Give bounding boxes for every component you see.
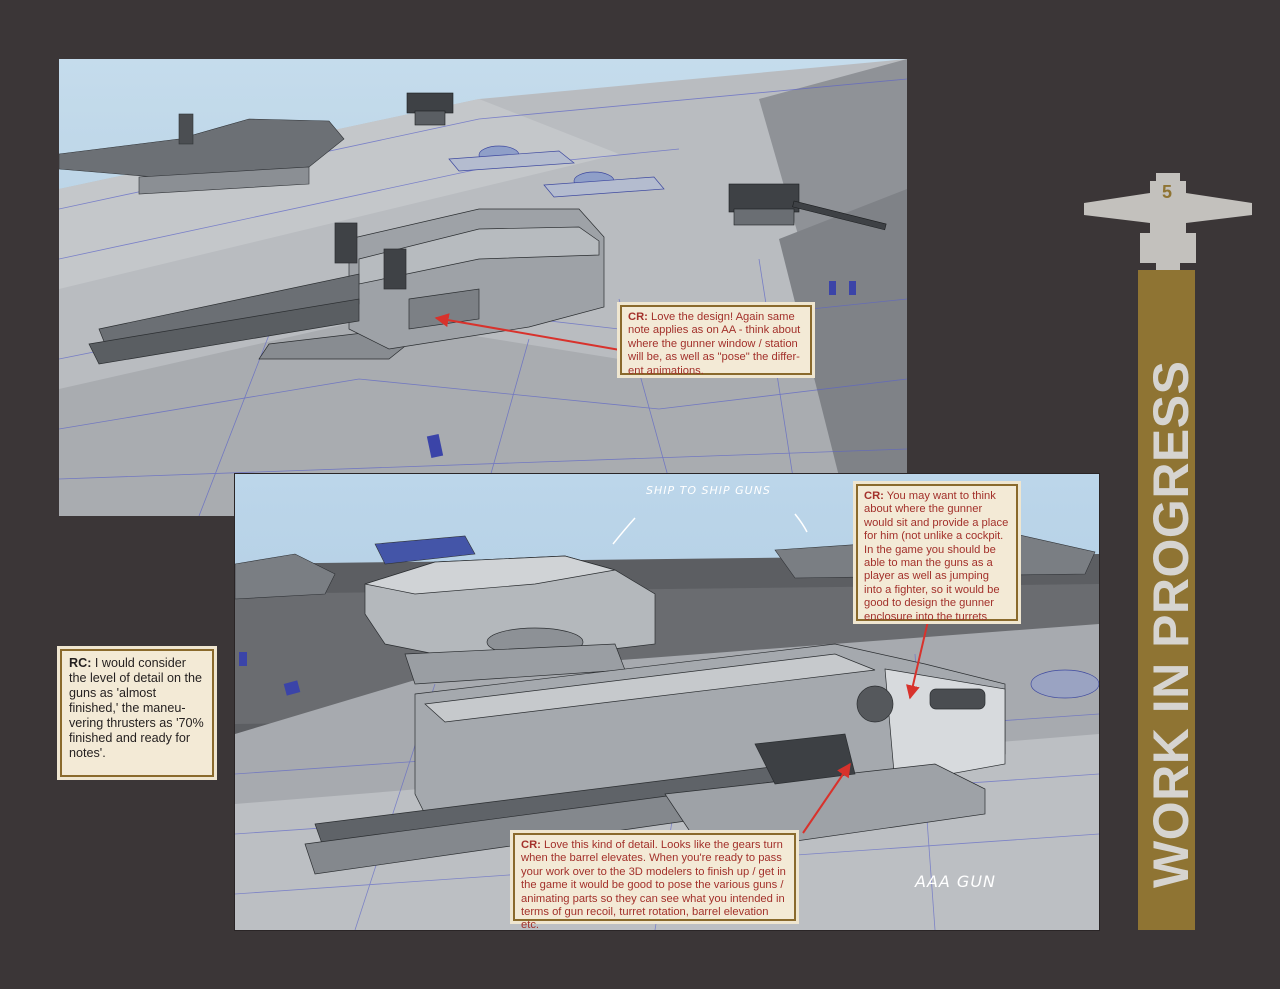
note-left-rc: RC: I would consider the level of detail… xyxy=(60,649,214,777)
aaa-gun-label: AAA GUN xyxy=(915,872,996,891)
note-right-tag: CR: xyxy=(864,490,884,502)
note-bottom-cr: CR: Love this kind of detail. Looks like… xyxy=(513,833,796,931)
note-left-tag: RC: xyxy=(69,656,92,670)
starfighter-icon xyxy=(1084,173,1252,273)
work-in-progress-bar xyxy=(1138,270,1195,930)
note-top-tag: CR: xyxy=(628,311,648,323)
note-bottom-text: Love this kind of detail. Looks like the… xyxy=(521,839,786,932)
chapter-number: 5 xyxy=(1161,182,1172,202)
note-right-cr: CR: You may want to think about where th… xyxy=(856,484,1018,623)
top-render-panel xyxy=(59,59,907,516)
note-top-cr: CR: Love the design! Again same note app… xyxy=(620,305,812,377)
ship-to-ship-label: SHIP TO SHIP GUNS xyxy=(646,484,771,497)
note-top-text: Love the design! Again same note applies… xyxy=(628,311,801,377)
work-in-progress-title: WORK IN PROGRESS xyxy=(1143,360,1199,888)
note-right-text: You may want to think about where the gu… xyxy=(864,490,1009,623)
note-left-text: I would consider the level of detail on … xyxy=(69,656,204,760)
top-render-image xyxy=(59,59,907,516)
note-bottom-tag: CR: xyxy=(521,839,541,851)
